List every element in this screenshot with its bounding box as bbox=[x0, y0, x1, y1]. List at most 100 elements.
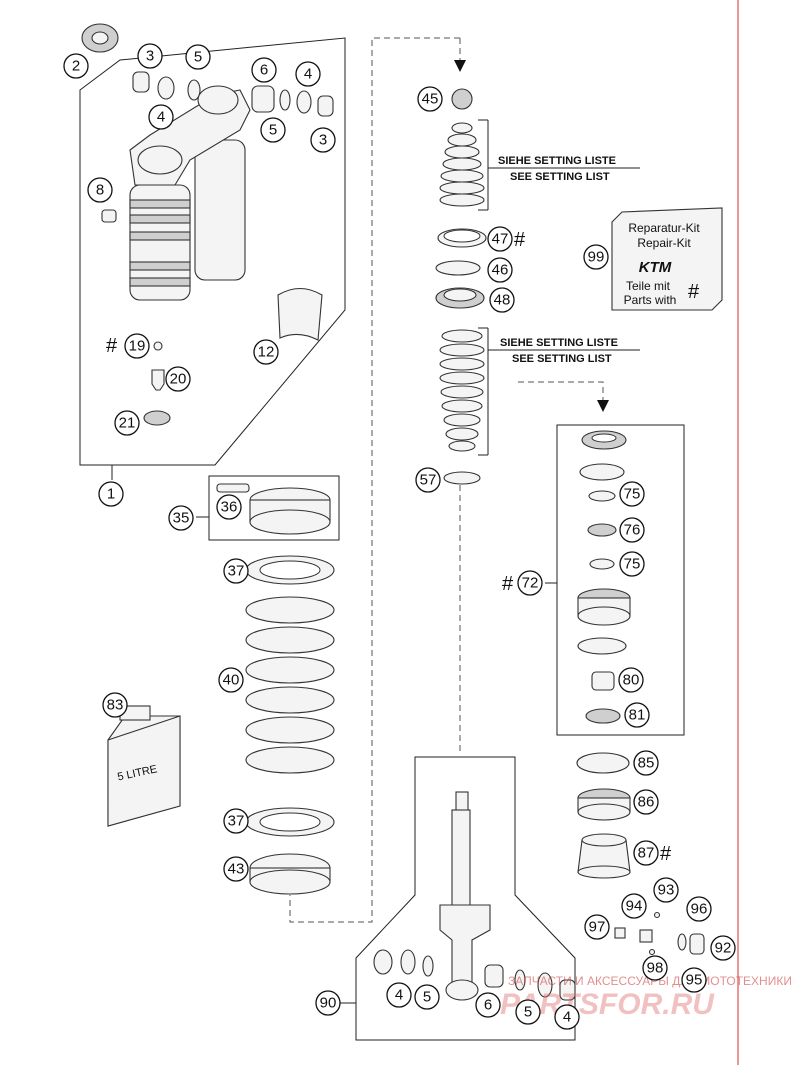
callout-1: 1 bbox=[98, 481, 124, 507]
svg-text:94: 94 bbox=[626, 898, 643, 915]
svg-text:21: 21 bbox=[119, 415, 136, 432]
pin-36 bbox=[216, 483, 250, 493]
hash-72: # bbox=[502, 573, 514, 595]
ring-5-lower-right bbox=[514, 969, 526, 991]
callout-90: 90 bbox=[315, 990, 341, 1016]
svg-text:47: 47 bbox=[492, 231, 509, 248]
bushing-2 bbox=[81, 23, 119, 53]
guide-line-main bbox=[289, 37, 460, 923]
svg-text:19: 19 bbox=[129, 338, 146, 355]
svg-text:95: 95 bbox=[686, 972, 703, 989]
callout-43: 43 bbox=[223, 856, 249, 882]
ring-4-lower-right bbox=[537, 972, 553, 998]
svg-text:46: 46 bbox=[492, 262, 509, 279]
repair-kit-brand: KTM bbox=[639, 259, 672, 276]
seal-head-72 bbox=[577, 588, 631, 626]
watermark-small: ЗАПЧАСТИ И АКСЕССУАРЫ ДЛЯ МОТОТЕХНИКИ bbox=[508, 974, 792, 988]
svg-text:8: 8 bbox=[96, 182, 104, 199]
callout-5b: 5 bbox=[260, 117, 286, 143]
callout-87: 87 bbox=[633, 840, 659, 866]
callout-96: 96 bbox=[686, 896, 712, 922]
callout-98: 98 bbox=[642, 955, 668, 981]
callout-40: 40 bbox=[218, 667, 244, 693]
svg-text:81: 81 bbox=[629, 707, 646, 724]
valve-8 bbox=[101, 209, 117, 223]
callout-19: 19 bbox=[124, 333, 150, 359]
adjuster-nut bbox=[249, 487, 331, 535]
hash-19: # bbox=[106, 335, 118, 357]
guard-12 bbox=[277, 287, 323, 341]
callout-94: 94 bbox=[621, 893, 647, 919]
piston-48 bbox=[435, 287, 485, 309]
callout-12: 12 bbox=[253, 339, 279, 365]
svg-text:5: 5 bbox=[269, 122, 277, 139]
callout-45: 45 bbox=[417, 86, 443, 112]
setting-note-top-en: SEE SETTING LIST bbox=[510, 171, 610, 183]
hash-47: # bbox=[514, 229, 526, 251]
group-90-outline bbox=[355, 756, 576, 1041]
svg-text:75: 75 bbox=[624, 556, 641, 573]
callout-46: 46 bbox=[487, 257, 513, 283]
group-72-outline bbox=[556, 424, 685, 736]
callout-75a: 75 bbox=[619, 481, 645, 507]
group-1-outline bbox=[79, 37, 346, 466]
svg-text:83: 83 bbox=[107, 697, 124, 714]
svg-text:37: 37 bbox=[228, 813, 245, 830]
nut-94 bbox=[639, 929, 653, 943]
callout-6b: 6 bbox=[475, 992, 501, 1018]
repair-kit-99: Reparatur-Kit Repair-Kit KTM Teile mit P… bbox=[611, 207, 723, 311]
ring-47 bbox=[437, 228, 487, 248]
callout-4b: 4 bbox=[295, 61, 321, 87]
callout-3b: 3 bbox=[310, 127, 336, 153]
svg-text:12: 12 bbox=[258, 344, 275, 361]
washer-37-bottom bbox=[245, 807, 335, 837]
svg-text:1: 1 bbox=[107, 486, 115, 503]
svg-text:76: 76 bbox=[624, 522, 641, 539]
setting-note-bottom-en: SEE SETTING LIST bbox=[512, 353, 612, 365]
svg-text:85: 85 bbox=[638, 755, 655, 772]
callout-76: 76 bbox=[619, 517, 645, 543]
group-35-outline bbox=[208, 475, 340, 541]
ring-4-left bbox=[157, 76, 175, 100]
svg-text:80: 80 bbox=[623, 672, 640, 689]
bushing-6-lower bbox=[484, 964, 504, 988]
spring-40 bbox=[245, 596, 335, 774]
svg-text:40: 40 bbox=[223, 672, 240, 689]
callout-2: 2 bbox=[63, 53, 89, 79]
callout-97: 97 bbox=[584, 914, 610, 940]
ring-5-right bbox=[279, 89, 291, 111]
callout-6: 6 bbox=[251, 57, 277, 83]
circlip-85 bbox=[576, 752, 630, 774]
callout-93: 93 bbox=[653, 877, 679, 903]
repair-kit-line4: Parts with bbox=[624, 293, 677, 307]
svg-text:3: 3 bbox=[319, 132, 327, 149]
cap-86 bbox=[577, 788, 631, 821]
callout-99: 99 bbox=[583, 244, 609, 270]
piston-rod-90 bbox=[439, 791, 491, 1001]
svg-text:35: 35 bbox=[173, 510, 190, 527]
ring-5-left bbox=[187, 79, 201, 101]
svg-text:6: 6 bbox=[260, 62, 268, 79]
bushing-lower-left bbox=[373, 949, 393, 975]
ring-4-lower-left bbox=[400, 949, 416, 975]
callout-4c: 4 bbox=[386, 982, 412, 1008]
callout-95: 95 bbox=[681, 967, 707, 993]
callout-4a: 4 bbox=[148, 104, 174, 130]
repair-kit-line2: Repair-Kit bbox=[637, 236, 691, 250]
spring-seat-43 bbox=[249, 853, 331, 895]
callout-83: 83 bbox=[102, 692, 128, 718]
callout-75b: 75 bbox=[619, 551, 645, 577]
oring-75-top bbox=[588, 490, 616, 502]
callout-48: 48 bbox=[489, 287, 515, 313]
callout-37b: 37 bbox=[223, 808, 249, 834]
seal-19 bbox=[153, 341, 163, 351]
ring-46 bbox=[435, 260, 481, 276]
bumper-87 bbox=[577, 833, 631, 879]
callout-35: 35 bbox=[168, 505, 194, 531]
washer-37-top bbox=[245, 555, 335, 585]
ball-93 bbox=[653, 911, 661, 919]
svg-text:92: 92 bbox=[715, 940, 732, 957]
callout-21: 21 bbox=[114, 410, 140, 436]
shim-stack-top bbox=[439, 122, 485, 207]
